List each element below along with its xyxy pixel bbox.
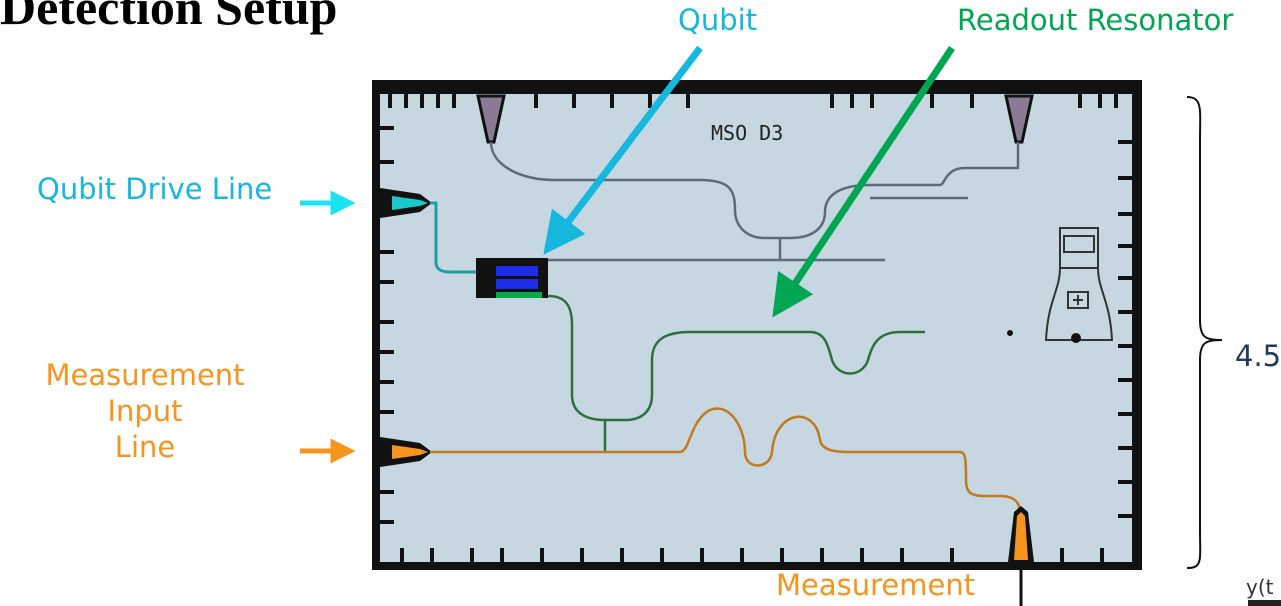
input-pad [392,445,428,459]
qubit-label: Qubit [678,3,758,37]
readout-resonator [547,294,925,422]
qubit-drive-line [430,201,478,274]
dimension-brace [1186,96,1223,569]
signal-label: y(t [1246,575,1274,599]
top-pads [388,94,1118,108]
alignment-dot [1007,330,1013,336]
measurement-output-label: Measurement [776,568,976,602]
qubit-arrow [543,45,703,255]
page-title: Detection Setup [0,0,338,35]
left-pads [380,126,394,524]
top-right-launch-pad [1004,94,1034,144]
measurement-feedline [430,407,1023,545]
qubit-device [476,258,548,298]
chip-substrate [380,94,1132,562]
measurement-input-line-label: Measurement Input Line [25,358,265,464]
bottom-pads [400,548,1104,562]
qubit-drive-line-label: Qubit Drive Line [37,172,273,206]
readout-resonator-arrow [772,46,955,318]
drive-pad [392,196,428,210]
signal-bar [1248,600,1281,606]
chip: MSO D3 [372,80,1142,570]
measurement-input-line-word1: Measurement [45,358,245,392]
output-pad [1014,512,1028,560]
chip-size-label: 4.5 [1235,339,1281,373]
chip-marking: MSO D3 [711,121,783,145]
bell-dot [1071,333,1081,343]
top-left-launch-pad [476,94,506,144]
measurement-input-line-word2: Input [107,394,183,428]
control-line [489,141,1020,240]
right-pads [1118,140,1132,518]
readout-resonator-label: Readout Resonator [957,3,1234,37]
measurement-input-line-word3: Line [114,430,176,464]
